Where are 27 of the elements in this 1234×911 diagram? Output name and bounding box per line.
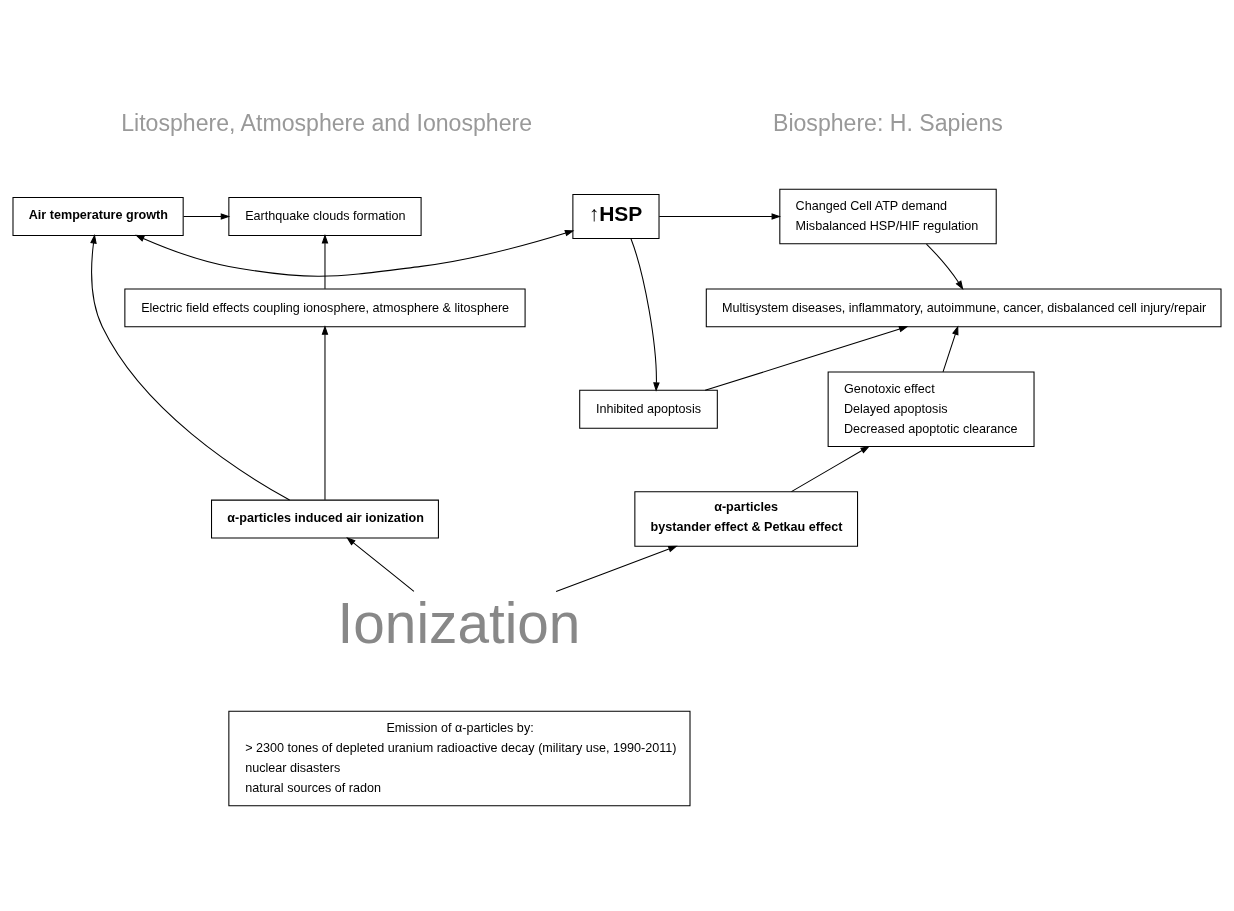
node-box: Genotoxic effect Delayed apoptosis Decreased apoptotic clearance [827,370,1035,447]
arrow [183,212,231,220]
arrow [925,243,964,290]
node-box: ↑HSP [572,193,660,239]
node-box: α-particles induced air ionization [211,499,439,538]
arrow [346,536,415,592]
arrow [704,325,909,391]
arrow [321,324,329,500]
node-box: Inhibited apoptosis [579,389,718,429]
node-box: Electric field effects coupling ionosphere, atmosphere & litosphere [124,287,526,327]
arrow [135,229,575,277]
label: Biosphere: H. Sapiens [772,109,1003,136]
arrow [630,237,660,392]
node-box: Air temperature growth [12,196,184,236]
arrow [321,233,329,289]
arrow [90,233,291,500]
arrow [942,324,959,372]
node-box: Emission of α-particles by: > 2300 tones of depleted uranium radioactive decay (military use, 1990-2011) nuclear disasters natural sources of radon [228,710,691,806]
node-box: Changed Cell ATP demand Misbalanced HSP/HIF regulation [779,188,997,244]
arrow [658,212,782,220]
label: Litosphere, Atmosphere and Ionosphere [121,109,533,136]
node-box: α-particles bystander effect & Petkau effect [634,490,859,547]
node-text: Ionization [337,591,581,655]
arrow [790,445,870,492]
arrow [555,545,678,592]
node-box: Multisystem diseases, inflammatory, autoimmune, cancer, disbalanced cell injury/repair [705,287,1222,327]
node-box: Earthquake clouds formation [228,196,422,236]
